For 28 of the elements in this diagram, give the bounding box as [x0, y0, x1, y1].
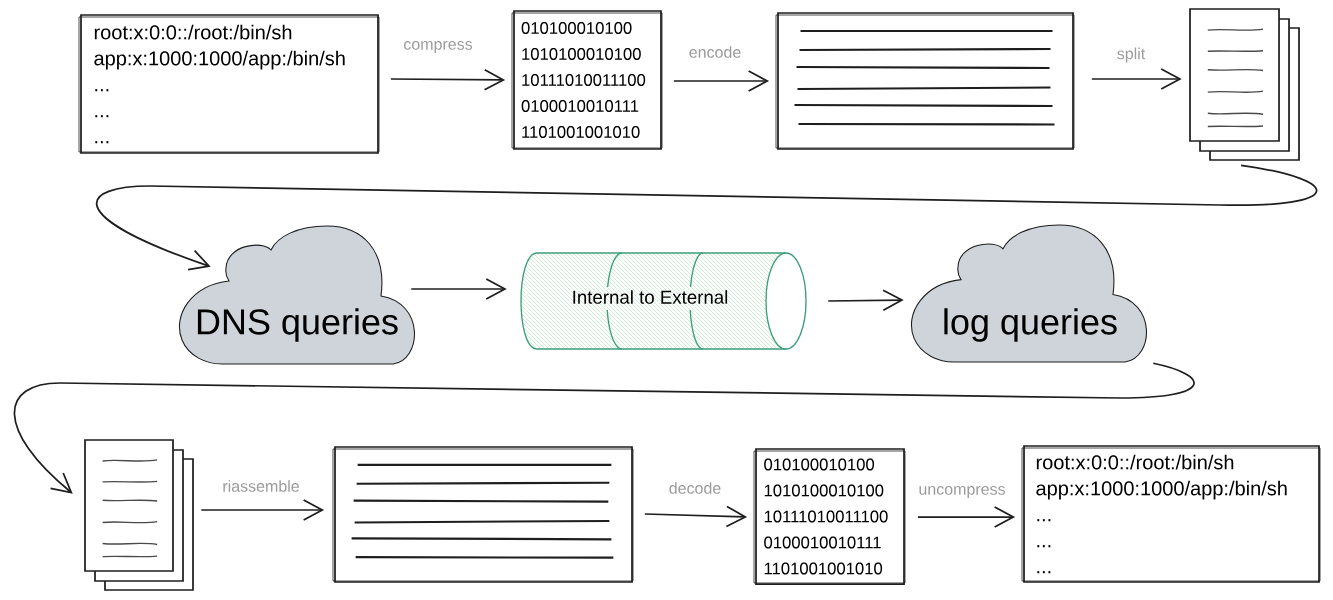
edge-label: encode	[689, 46, 741, 58]
text-box: 010100010100 1010100010100 10111010011100 0100010010111 1101001001010	[753, 448, 906, 585]
arrow	[390, 68, 506, 91]
arrow	[1091, 68, 1182, 90]
cylinder: Internal to External	[520, 252, 807, 350]
document-stack	[84, 439, 194, 591]
arrow	[917, 506, 1016, 528]
arrow	[673, 70, 770, 92]
edge-label: uncompress	[919, 486, 1005, 498]
cloud: log queries	[910, 224, 1147, 363]
edge-label: riassemble	[223, 480, 299, 492]
edge-label: decode	[669, 482, 721, 494]
cloud: DNS queries	[178, 225, 415, 365]
lined-box	[332, 446, 634, 583]
text-box: root:x:0:0::/root:/bin/sh app:x:1000:1000/app:/bin/sh ... ... ...	[78, 14, 380, 154]
edge-label: split	[1117, 47, 1146, 63]
lined-box	[775, 12, 1075, 150]
curved-arrow	[96, 164, 1318, 271]
document-stack	[1189, 8, 1300, 161]
arrow	[200, 499, 325, 521]
text-box: root:x:0:0::/root:/bin/sh app:x:1000:1000/app:/bin/sh ... ... ...	[1021, 445, 1321, 583]
arrow	[644, 505, 748, 528]
text-box: 010100010100 1010100010100 10111010011100 0100010010111 1101001001010	[511, 10, 663, 150]
arrow	[410, 278, 507, 300]
edge-label: compress	[404, 41, 473, 53]
node-label: Internal to External	[573, 290, 728, 304]
arrow	[827, 289, 904, 312]
curved-arrow	[13, 362, 1195, 494]
